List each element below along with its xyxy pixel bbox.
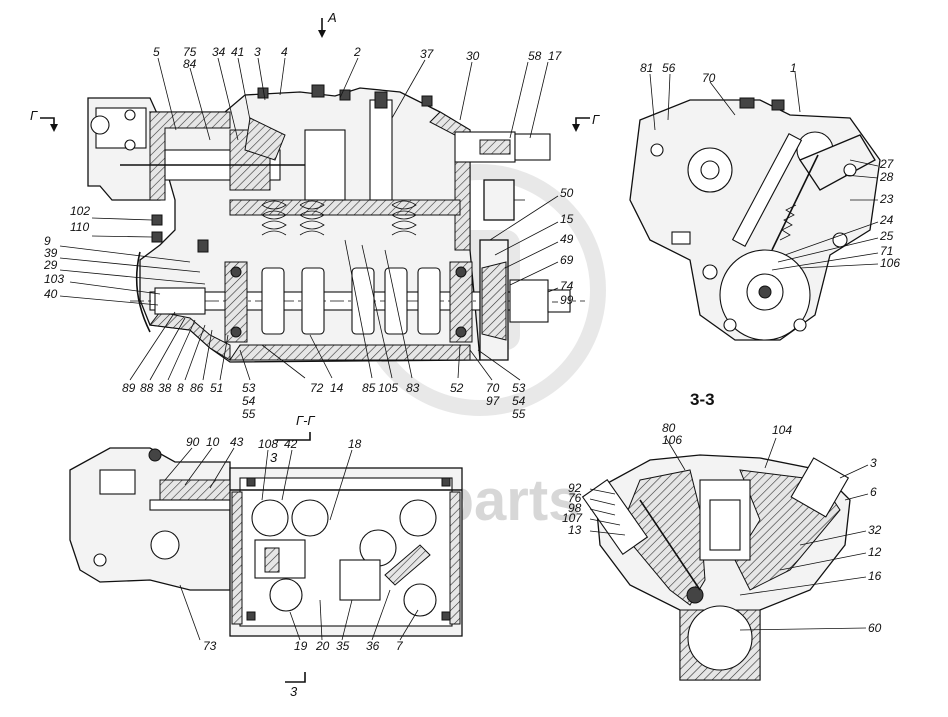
- callout-3: 3: [254, 45, 261, 59]
- callout-12: 12: [868, 545, 882, 559]
- callout-27: 27: [879, 157, 895, 171]
- callout-9: 9: [44, 234, 51, 248]
- section-33-title: 3-3: [690, 390, 715, 409]
- front-view: 81 56 70 1 27 28 23 24 25 71 106: [629, 61, 900, 341]
- callout-35: 35: [336, 639, 350, 653]
- callout-23: 23: [879, 192, 894, 206]
- callout-52: 52: [450, 381, 464, 395]
- callout-34: 34: [212, 45, 226, 59]
- callout-40: 40: [44, 287, 58, 301]
- callout-19: 19: [294, 639, 308, 653]
- callout-43: 43: [230, 435, 244, 449]
- callout-3-section: 3: [870, 456, 877, 470]
- callout-56: 56: [662, 61, 676, 75]
- callout-74: 74: [560, 279, 574, 293]
- callout-75: 75: [183, 45, 197, 59]
- callout-60: 60: [868, 621, 882, 635]
- callout-103: 103: [44, 272, 64, 286]
- cut-3-top-label: 3: [270, 450, 278, 465]
- cut-3-bottom-label: 3: [290, 684, 298, 699]
- main-section-view: А Г Г: [30, 10, 600, 421]
- callout-54-left: 54: [242, 394, 256, 408]
- callout-6: 6: [870, 485, 877, 499]
- callout-53-left: 53: [242, 381, 256, 395]
- callout-16: 16: [868, 569, 882, 583]
- callout-37: 37: [420, 47, 435, 61]
- section-gg-view: Г-Г 3 3: [69, 413, 463, 699]
- callout-14: 14: [330, 381, 344, 395]
- callout-55-right: 55: [512, 407, 526, 421]
- callout-42: 42: [284, 437, 298, 451]
- cut-g-left-label: Г: [30, 108, 38, 123]
- callout-49: 49: [560, 232, 574, 246]
- callout-73: 73: [203, 639, 217, 653]
- callout-110: 110: [70, 220, 89, 234]
- callout-55-left: 55: [242, 407, 256, 421]
- callout-39: 39: [44, 246, 58, 260]
- section-gg-title: Г-Г: [296, 413, 315, 428]
- callout-92: 92: [568, 481, 582, 495]
- callout-90: 90: [186, 435, 200, 449]
- callout-105: 105: [378, 381, 398, 395]
- callout-104: 104: [772, 423, 792, 437]
- callout-102: 102: [70, 204, 90, 218]
- callout-69: 69: [560, 253, 574, 267]
- callout-17: 17: [548, 49, 563, 63]
- callout-106-section: 106: [662, 433, 682, 447]
- callout-107: 107: [562, 511, 583, 525]
- callout-51: 51: [210, 381, 223, 395]
- section-33-view: 80 106 104 3 6 92 76 98 107 13 32 12 16 …: [562, 421, 882, 681]
- callout-13: 13: [568, 523, 582, 537]
- callout-83: 83: [406, 381, 420, 395]
- callout-7: 7: [396, 639, 404, 653]
- callout-108: 108: [258, 437, 278, 451]
- callout-29: 29: [43, 258, 58, 272]
- callout-5: 5: [153, 45, 160, 59]
- callout-85: 85: [362, 381, 376, 395]
- callout-18: 18: [348, 437, 362, 451]
- view-a-label: А: [327, 10, 337, 25]
- callout-70: 70: [486, 381, 500, 395]
- callout-15: 15: [560, 212, 574, 226]
- callout-97: 97: [486, 394, 501, 408]
- callout-32: 32: [868, 523, 882, 537]
- callout-54-right: 54: [512, 394, 526, 408]
- callout-1: 1: [790, 61, 797, 75]
- callout-84: 84: [183, 57, 197, 71]
- callout-76: 76: [568, 491, 582, 505]
- callout-89: 89: [122, 381, 136, 395]
- callout-106-front: 106: [880, 256, 900, 270]
- callout-8: 8: [177, 381, 184, 395]
- callout-24: 24: [879, 213, 894, 227]
- callout-41: 41: [231, 45, 244, 59]
- callout-86: 86: [190, 381, 204, 395]
- callout-53-right: 53: [512, 381, 526, 395]
- callout-99: 99: [560, 293, 574, 307]
- callout-80: 80: [662, 421, 676, 435]
- callout-70-front: 70: [702, 71, 716, 85]
- callout-81: 81: [640, 61, 653, 75]
- callout-72: 72: [310, 381, 324, 395]
- callout-10: 10: [206, 435, 220, 449]
- callout-30: 30: [466, 49, 480, 63]
- callout-71: 71: [880, 244, 893, 258]
- callout-20: 20: [315, 639, 330, 653]
- callout-38: 38: [158, 381, 172, 395]
- callout-25: 25: [879, 229, 894, 243]
- callout-58: 58: [528, 49, 542, 63]
- callout-36: 36: [366, 639, 380, 653]
- callout-4: 4: [281, 45, 288, 59]
- callout-88: 88: [140, 381, 154, 395]
- callout-28: 28: [879, 170, 894, 184]
- callout-50: 50: [560, 186, 574, 200]
- callout-98: 98: [568, 501, 582, 515]
- callout-2: 2: [353, 45, 361, 59]
- cut-g-right-label: Г: [592, 112, 600, 127]
